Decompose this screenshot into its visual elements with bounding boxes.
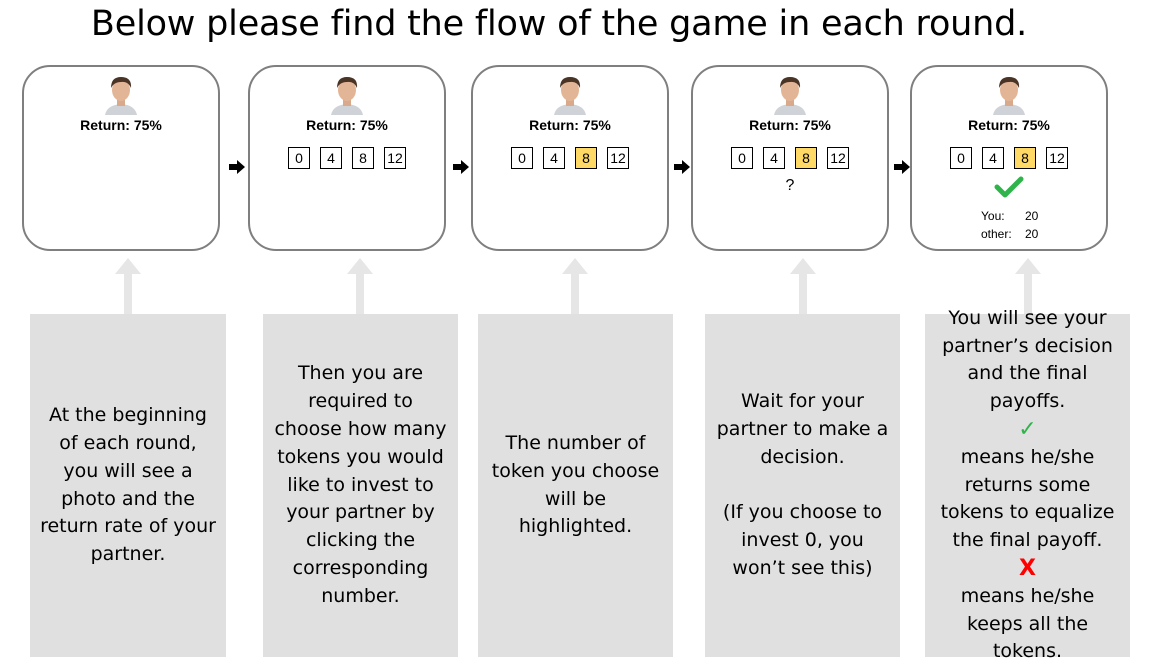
right-arrow-icon <box>453 160 469 174</box>
description-line-check: ✓ means he/she <box>961 416 1095 472</box>
step-panel-1: Return: 75% <box>22 65 220 251</box>
token-options: 0 4 8 12 <box>912 147 1106 169</box>
right-arrow-icon <box>894 160 910 174</box>
payoff-other-value: 20 <box>1025 227 1039 241</box>
token-option[interactable]: 12 <box>827 147 849 169</box>
partner-photo <box>327 73 367 115</box>
token-option-highlighted[interactable]: 8 <box>795 147 817 169</box>
partner-photo <box>989 73 1029 115</box>
token-option[interactable]: 0 <box>731 147 753 169</box>
up-arrow-icon <box>115 258 141 314</box>
step-description-3: The number of token you choose will be h… <box>478 314 673 657</box>
token-options: 0 4 8 12 <box>473 147 667 169</box>
step-panel-2: Return: 75% 0 4 8 12 <box>248 65 446 251</box>
description-line: payoffs. <box>989 390 1066 413</box>
step-panel-3: Return: 75% 0 4 8 12 <box>471 65 669 251</box>
return-rate: Return: 75% <box>749 117 831 133</box>
description-line: the final payoff. <box>952 529 1103 552</box>
token-option-highlighted[interactable]: 8 <box>1014 147 1036 169</box>
x-explanation: means he/she <box>960 584 1095 607</box>
token-option[interactable]: 4 <box>320 147 342 169</box>
description-line: returns some <box>964 473 1091 496</box>
return-rate: Return: 75% <box>80 117 162 133</box>
token-option[interactable]: 8 <box>352 147 374 169</box>
up-arrow-icon <box>562 258 588 314</box>
description-line: and the final <box>967 362 1088 385</box>
partner-photo <box>101 73 141 115</box>
token-option[interactable]: 4 <box>982 147 1004 169</box>
token-option[interactable]: 12 <box>384 147 406 169</box>
description-text: At the beginning of each round, you will… <box>40 404 216 566</box>
token-option[interactable]: 0 <box>950 147 972 169</box>
payoff-you-value: 20 <box>1025 209 1039 223</box>
step-description-2: Then you are required to choose how many… <box>263 314 458 657</box>
step-panel-5: Return: 75% 0 4 8 12 You: 20 other: 20 <box>910 65 1108 251</box>
description-line: tokens. <box>992 640 1063 663</box>
return-rate: Return: 75% <box>968 117 1050 133</box>
payoff-you-label: You: <box>981 209 1005 223</box>
token-option[interactable]: 0 <box>288 147 310 169</box>
token-option-highlighted[interactable]: 8 <box>575 147 597 169</box>
description-line: tokens to equalize <box>940 501 1115 524</box>
page-title: Below please find the flow of the game i… <box>90 4 1028 44</box>
description-text: Wait for your partner to make a decision… <box>716 390 889 579</box>
check-icon <box>994 176 1024 198</box>
token-options: 0 4 8 12 <box>693 147 887 169</box>
right-arrow-icon <box>229 160 245 174</box>
token-option[interactable]: 4 <box>543 147 565 169</box>
description-line: partner’s decision <box>942 334 1113 357</box>
token-option[interactable]: 4 <box>763 147 785 169</box>
waiting-question-mark: ? <box>785 177 795 194</box>
check-mark-symbol: ✓ <box>1018 417 1037 443</box>
token-option[interactable]: 12 <box>607 147 629 169</box>
token-option[interactable]: 0 <box>511 147 533 169</box>
up-arrow-icon <box>347 258 373 314</box>
description-text: The number of token you choose will be h… <box>491 431 660 538</box>
payoff-other: other: 20 <box>981 227 1038 241</box>
up-arrow-icon <box>1015 258 1041 314</box>
description-line-x: X means he/she <box>961 555 1095 611</box>
payoff-you: You: 20 <box>981 209 1038 223</box>
partner-photo <box>550 73 590 115</box>
token-option[interactable]: 12 <box>1046 147 1068 169</box>
payoff-other-label: other: <box>981 227 1012 241</box>
step-description-5: You will see your partner’s decision and… <box>925 307 1130 662</box>
description-line: keeps all the <box>966 612 1089 635</box>
right-arrow-icon <box>674 160 690 174</box>
description-line: You will see your <box>948 306 1107 329</box>
step-panel-4: Return: 75% 0 4 8 12 ? <box>691 65 889 251</box>
x-mark-symbol: X <box>1019 556 1036 581</box>
return-rate: Return: 75% <box>529 117 611 133</box>
return-rate: Return: 75% <box>306 117 388 133</box>
token-options: 0 4 8 12 <box>250 147 444 169</box>
step-description-4: Wait for your partner to make a decision… <box>705 314 900 657</box>
description-text: Then you are required to choose how many… <box>274 362 447 607</box>
check-explanation: means he/she <box>960 445 1095 468</box>
step-description-1: At the beginning of each round, you will… <box>30 314 226 657</box>
partner-photo <box>770 73 810 115</box>
up-arrow-icon <box>790 258 816 314</box>
